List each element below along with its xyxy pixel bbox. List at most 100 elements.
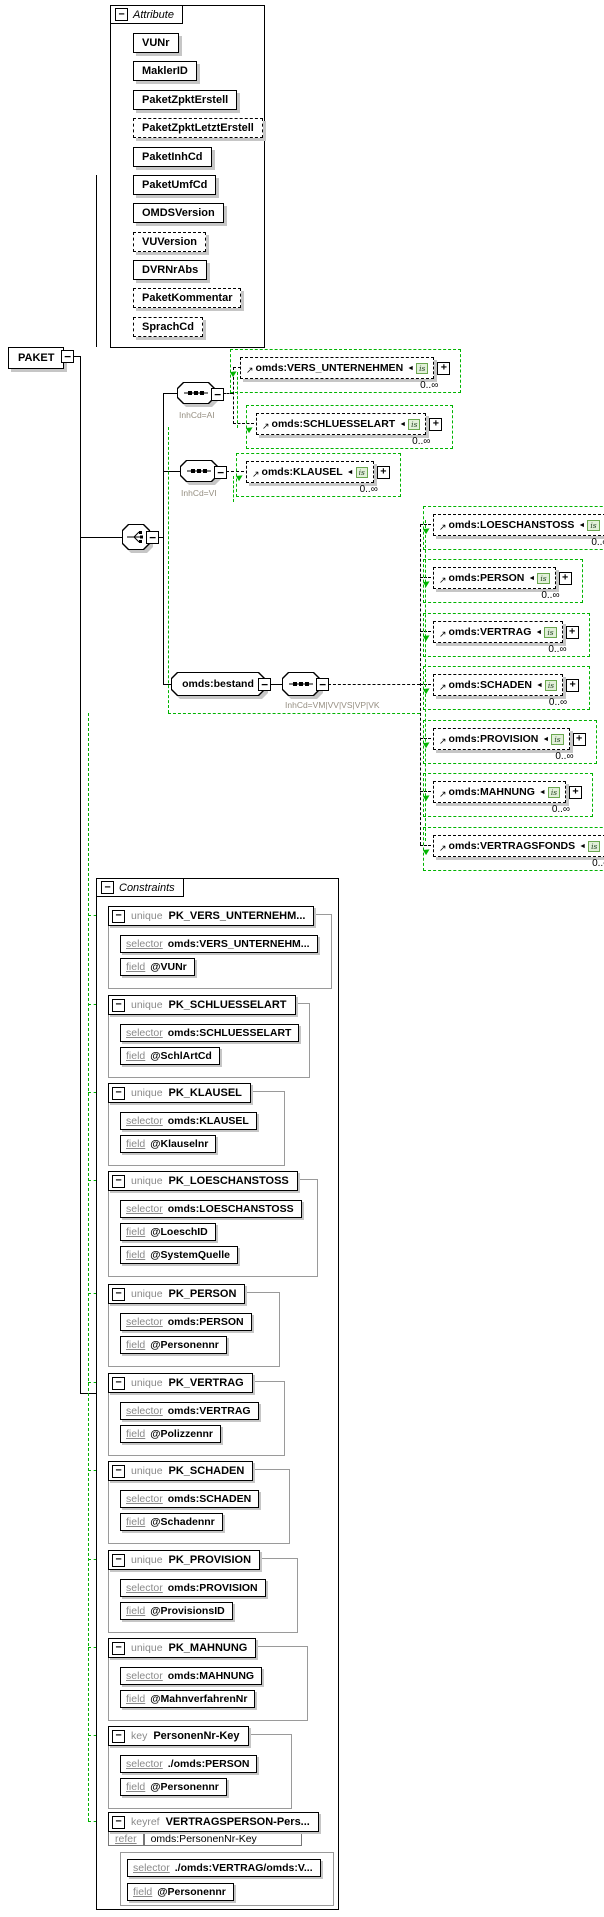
- expand-icon[interactable]: +: [558, 571, 572, 585]
- constraint-field[interactable]: field @Klauselnr: [120, 1135, 217, 1153]
- collapse-icon[interactable]: −: [112, 1287, 125, 1301]
- sequence-compositor-icon[interactable]: [177, 382, 215, 404]
- attribute-dvrnrabs[interactable]: DVRNrAbs: [133, 260, 208, 280]
- collapse-icon[interactable]: −: [112, 998, 125, 1012]
- constraint-field[interactable]: field @SystemQuelle: [120, 1246, 238, 1264]
- constraint-field[interactable]: field @LoeschID: [120, 1223, 216, 1241]
- collapse-icon[interactable]: −: [211, 388, 224, 401]
- attribute-paketinhcd[interactable]: PaketInhCd: [133, 147, 212, 167]
- collapse-icon[interactable]: −: [112, 1174, 125, 1188]
- collapse-icon[interactable]: −: [61, 350, 74, 363]
- constraint-selector[interactable]: selector omds:VERS_UNTERNEHM...: [120, 935, 318, 953]
- sequence-compositor-icon[interactable]: [282, 672, 320, 696]
- occurrence-label: 0..∞: [359, 484, 378, 495]
- constraint-header[interactable]: − unique PK_KLAUSEL: [108, 1083, 251, 1103]
- attribute-maklerid[interactable]: MaklerID: [133, 61, 197, 81]
- attribute-omdsversion[interactable]: OMDSVersion: [133, 203, 224, 223]
- expand-icon[interactable]: +: [429, 417, 443, 431]
- constraint-refer-row[interactable]: refer omds:PersonenNr-Key: [108, 1831, 302, 1846]
- collapse-icon[interactable]: −: [112, 1464, 125, 1478]
- constraint-selector[interactable]: selector omds:SCHADEN: [120, 1490, 260, 1508]
- collapse-icon[interactable]: −: [316, 678, 329, 691]
- expand-icon[interactable]: +: [437, 361, 451, 375]
- constraint-selector[interactable]: selector omds:MAHNUNG: [120, 1667, 263, 1685]
- collapse-icon[interactable]: −: [146, 531, 159, 544]
- sequence-compositor-icon[interactable]: [180, 460, 218, 482]
- collapse-icon[interactable]: −: [112, 1086, 125, 1100]
- element-person[interactable]: ↗ omds:PERSON ◄ is: [433, 567, 556, 589]
- constraint-selector[interactable]: selector ./omds:VERTRAG/omds:V...: [127, 1859, 321, 1877]
- constraint-selector[interactable]: selector omds:KLAUSEL: [120, 1112, 257, 1130]
- connector-line: [158, 537, 164, 538]
- constraint-field[interactable]: field @Personennr: [120, 1778, 227, 1796]
- constraint-header[interactable]: − keyref VERTRAGSPERSON-Pers...: [108, 1812, 319, 1832]
- constraint-selector[interactable]: selector omds:PROVISION: [120, 1579, 266, 1597]
- constraint-header[interactable]: − unique PK_LOESCHANSTOSS: [108, 1171, 298, 1191]
- constraint-selector[interactable]: selector ./omds:PERSON: [120, 1755, 258, 1773]
- constraint-field[interactable]: field @Schadennr: [120, 1513, 223, 1531]
- collapse-icon[interactable]: −: [258, 678, 271, 691]
- element-vers-unternehmen[interactable]: ↗ omds:VERS_UNTERNEHMEN ◄ is: [240, 357, 435, 379]
- expand-icon[interactable]: +: [565, 625, 579, 639]
- expand-icon[interactable]: +: [569, 785, 583, 799]
- constraint-header[interactable]: − key PersonenNr-Key: [108, 1726, 249, 1746]
- attribute-vuversion[interactable]: VUVersion: [133, 232, 207, 252]
- element-vertragsfonds[interactable]: ↗ omds:VERTRAGSFONDS ◄ is: [433, 835, 604, 857]
- constraint-header[interactable]: − unique PK_SCHADEN: [108, 1461, 254, 1481]
- attribute-vunr[interactable]: VUNr: [133, 33, 179, 53]
- element-klausel[interactable]: ↗ omds:KLAUSEL ◄ is: [246, 461, 374, 483]
- constraint-field[interactable]: field @SchlArtCd: [120, 1047, 220, 1065]
- collapse-icon[interactable]: −: [112, 1553, 125, 1567]
- constraint-field[interactable]: field @Polizzennr: [120, 1425, 222, 1443]
- collapse-icon[interactable]: −: [112, 909, 125, 923]
- attribute-sprachcd[interactable]: SprachCd: [133, 317, 203, 337]
- element-ref-arrow-icon: ↗: [439, 521, 447, 532]
- expand-icon[interactable]: +: [572, 732, 586, 746]
- attribute-paketkommentar[interactable]: PaketKommentar: [133, 288, 242, 308]
- element-loeschanstoss[interactable]: ↗ omds:LOESCHANSTOSS ◄ is: [433, 514, 604, 536]
- element-ref-arrow-icon: ↗: [252, 468, 260, 479]
- constraint-selector[interactable]: selector omds:SCHLUESSELART: [120, 1024, 300, 1042]
- constraint-header[interactable]: − unique PK_SCHLUESSELART: [108, 995, 296, 1015]
- occurrence-label: 0..∞: [555, 751, 574, 762]
- constraint-field[interactable]: field @ProvisionsID: [120, 1602, 233, 1620]
- connector-line: [96, 175, 97, 347]
- element-bestand[interactable]: omds:bestand: [171, 672, 265, 696]
- constraint-header[interactable]: − unique PK_VERTRAG: [108, 1373, 253, 1393]
- attribute-paketzpkterstell[interactable]: PaketZpktErstell: [133, 90, 238, 110]
- constraint-field[interactable]: field @VUNr: [120, 958, 195, 976]
- optional-guide-line: [168, 427, 169, 713]
- collapse-icon[interactable]: −: [115, 8, 128, 21]
- collapse-icon[interactable]: −: [112, 1641, 125, 1655]
- constraint-selector[interactable]: selector omds:PERSON: [120, 1313, 252, 1331]
- isref-badge-icon: is: [408, 418, 421, 430]
- expand-icon[interactable]: +: [566, 678, 580, 692]
- expand-icon[interactable]: +: [376, 465, 390, 479]
- attributes-panel-title: Attribute: [133, 8, 174, 21]
- constraint-field[interactable]: field @MahnverfahrenNr: [120, 1690, 256, 1708]
- collapse-icon[interactable]: −: [112, 1376, 125, 1390]
- collapse-icon[interactable]: −: [101, 881, 114, 894]
- element-mahnung[interactable]: ↗ omds:MAHNUNG ◄ is: [433, 781, 567, 803]
- constraint-field[interactable]: field @Personennr: [127, 1883, 234, 1901]
- constraint-field[interactable]: field @Personennr: [120, 1336, 227, 1354]
- attribute-paketumfcd[interactable]: PaketUmfCd: [133, 175, 217, 195]
- constraint-header[interactable]: − unique PK_VERS_UNTERNEHM...: [108, 906, 315, 926]
- root-element-paket[interactable]: PAKET: [8, 347, 65, 369]
- constraint-header[interactable]: − unique PK_PERSON: [108, 1284, 246, 1304]
- constraint-selector[interactable]: selector omds:VERTRAG: [120, 1402, 259, 1420]
- collapse-icon[interactable]: −: [112, 1729, 125, 1743]
- collapse-icon[interactable]: −: [112, 1815, 125, 1829]
- element-provision[interactable]: ↗ omds:PROVISION ◄ is: [433, 728, 570, 750]
- element-schaden[interactable]: ↗ omds:SCHADEN ◄ is: [433, 674, 564, 696]
- element-vertrag[interactable]: ↗ omds:VERTRAG ◄ is: [433, 621, 563, 643]
- occurrence-label: 0..∞: [591, 537, 604, 548]
- element-schluesselart[interactable]: ↗ omds:SCHLUESSELART ◄ is: [256, 413, 427, 435]
- constraint-selector[interactable]: selector omds:LOESCHANSTOSS: [120, 1200, 302, 1218]
- element-ref-arrow-icon: ↗: [262, 420, 270, 431]
- element-ref-arrow-icon: ↗: [439, 681, 447, 692]
- constraint-header[interactable]: − unique PK_PROVISION: [108, 1550, 261, 1570]
- constraint-header[interactable]: − unique PK_MAHNUNG: [108, 1638, 257, 1658]
- attribute-paketzpktletzterstell[interactable]: PaketZpktLetztErstell: [133, 118, 263, 138]
- collapse-icon[interactable]: −: [214, 466, 227, 479]
